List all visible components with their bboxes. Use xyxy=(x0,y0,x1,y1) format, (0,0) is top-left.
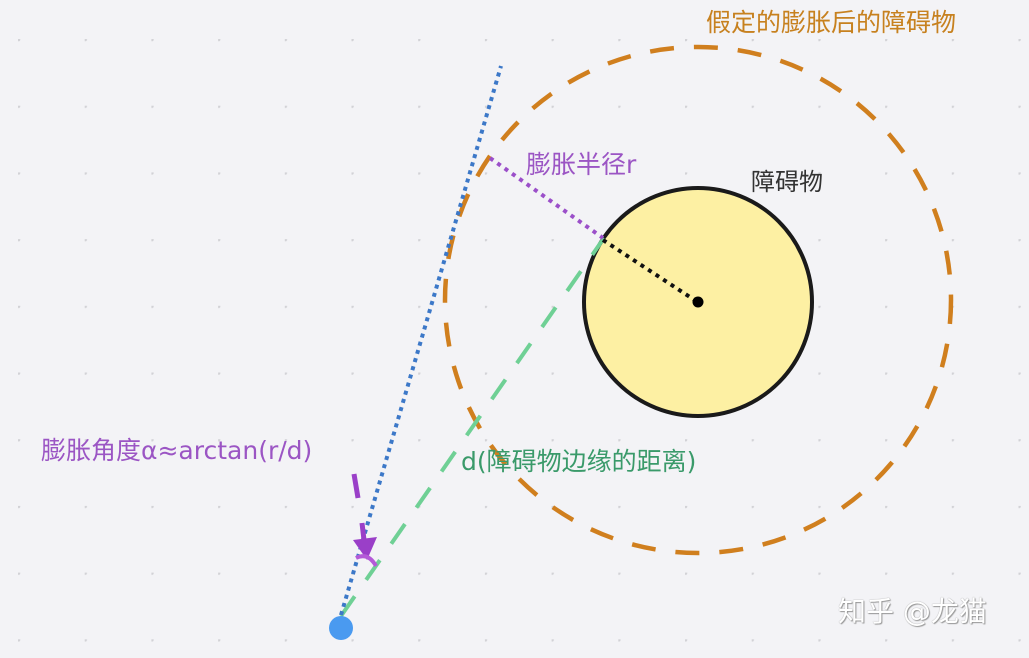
tangent-line xyxy=(339,65,503,616)
distance-label: d(障碍物边缘的距离) xyxy=(461,447,697,476)
robot-point xyxy=(329,616,353,640)
inflated-obstacle-circle xyxy=(442,44,954,556)
obstacle-radius-line xyxy=(601,238,698,303)
distance-line xyxy=(339,236,606,618)
inflation-radius-label: 膨胀半径r xyxy=(526,150,637,179)
inflation-angle-label: 膨胀角度α≈arctan(r/d) xyxy=(41,436,313,465)
obstacle-center-point xyxy=(692,296,704,308)
inflated-obstacle-label: 假定的膨胀后的障碍物 xyxy=(706,8,957,37)
obstacle-label: 障碍物 xyxy=(751,168,823,196)
angle-arrow xyxy=(351,473,378,568)
watermark: 知乎 @龙猫 xyxy=(838,595,987,628)
